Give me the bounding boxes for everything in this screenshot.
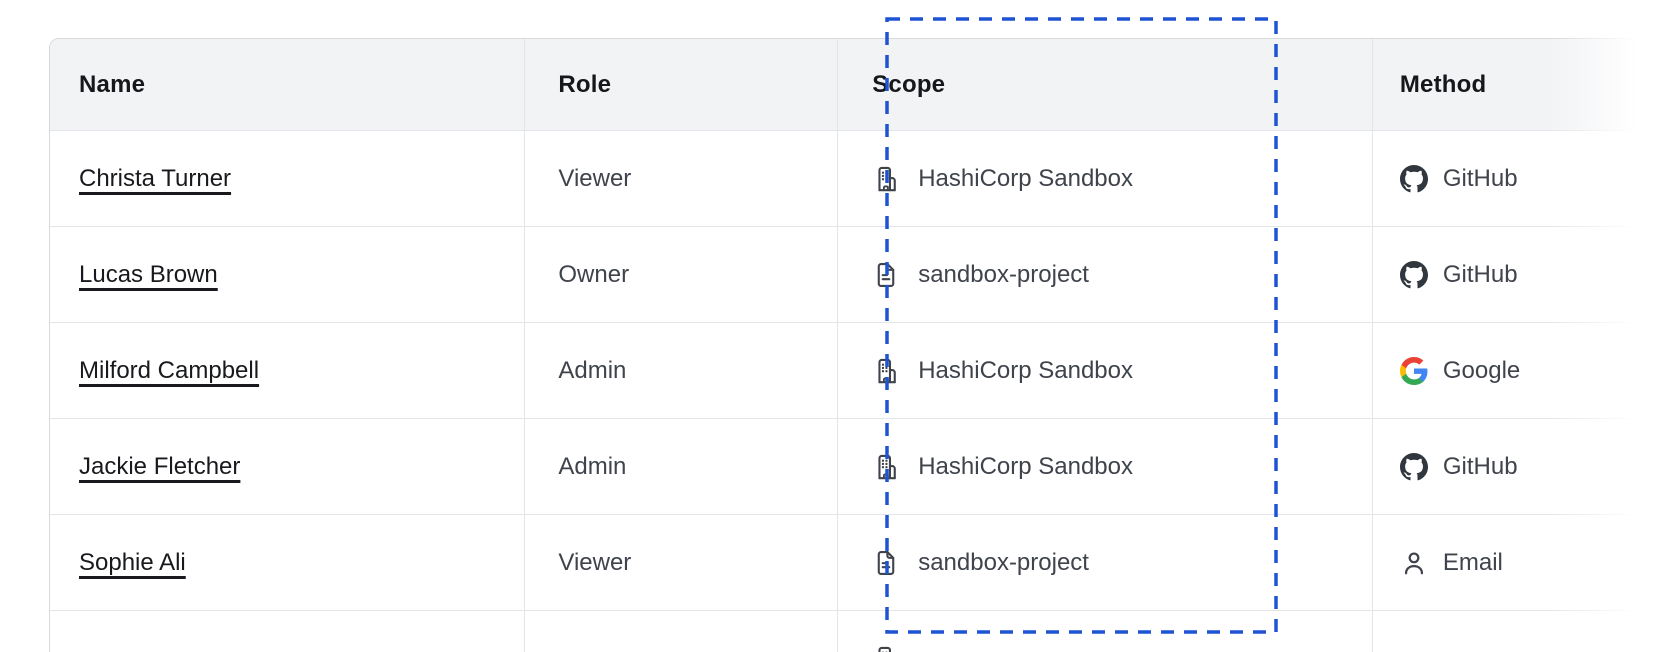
member-name-link[interactable]: Sophie Ali: [79, 548, 186, 576]
method-cell: GitHub: [1371, 227, 1672, 322]
members-table: Name Role Scope Method Christa Turner Vi…: [49, 38, 1672, 652]
role-cell: Admin: [524, 323, 837, 418]
column-header-role: Role: [524, 39, 837, 130]
name-cell: [50, 611, 524, 652]
name-cell: Lucas Brown: [50, 227, 524, 322]
scope-text: HashiCorp Sandbox: [918, 356, 1133, 384]
method-cell: [1371, 611, 1672, 652]
scope-text: sandbox-project: [918, 260, 1089, 288]
column-header-name: Name: [79, 70, 146, 98]
scope-cell: [837, 611, 1372, 652]
member-name-link[interactable]: Milford Campbell: [79, 356, 260, 384]
table-row: Lucas Brown Owner sandbox-project GitHub: [50, 226, 1672, 322]
scope-text: sandbox-project: [918, 548, 1089, 576]
name-cell: Sophie Ali: [50, 515, 524, 610]
member-name-link[interactable]: Jackie Fletcher: [79, 452, 241, 480]
name-cell: Milford Campbell: [50, 323, 524, 418]
organization-icon: [872, 357, 900, 385]
table-row: Milford Campbell Admin HashiCorp Sandbox…: [50, 322, 1672, 418]
column-header-method: Method: [1371, 39, 1672, 130]
scope-cell: HashiCorp Sandbox: [837, 131, 1372, 226]
role-cell: Admin: [524, 419, 837, 514]
role-cell: [524, 611, 837, 652]
table-row: Christa Turner Viewer HashiCorp Sandbox …: [50, 130, 1672, 226]
method-cell: GitHub: [1371, 419, 1672, 514]
method-cell: Email: [1371, 515, 1672, 610]
scope-cell: HashiCorp Sandbox: [837, 419, 1372, 514]
method-text: Email: [1442, 548, 1503, 576]
role-text: Viewer: [558, 164, 632, 192]
organization-icon: [872, 645, 900, 652]
role-text: Viewer: [558, 548, 632, 576]
role-text: Admin: [558, 356, 627, 384]
google-icon: [1399, 356, 1428, 385]
role-text: Admin: [558, 452, 627, 480]
method-cell: GitHub: [1371, 131, 1672, 226]
organization-icon: [872, 165, 900, 193]
member-name-link[interactable]: Christa Turner: [79, 164, 232, 192]
github-icon: [1399, 164, 1428, 193]
table-row: Sophie Ali Viewer sandbox-project Email: [50, 514, 1672, 610]
method-text: GitHub: [1442, 452, 1518, 480]
role-cell: Viewer: [524, 131, 837, 226]
scope-cell: sandbox-project: [837, 515, 1372, 610]
table-row: [50, 610, 1672, 652]
table-body: Christa Turner Viewer HashiCorp Sandbox …: [50, 130, 1672, 652]
organization-icon: [872, 453, 900, 481]
method-text: Google: [1442, 356, 1521, 384]
method-text: GitHub: [1442, 260, 1518, 288]
scope-text: HashiCorp Sandbox: [918, 164, 1133, 192]
method-cell: Google: [1371, 323, 1672, 418]
role-text: Owner: [558, 260, 630, 288]
email-user-icon: [1400, 549, 1428, 577]
project-icon: [872, 549, 900, 577]
scope-text: HashiCorp Sandbox: [918, 452, 1133, 480]
github-icon: [1399, 452, 1428, 481]
column-header-scope: Scope: [837, 39, 1372, 130]
github-icon: [1399, 260, 1428, 289]
member-name-link[interactable]: Lucas Brown: [79, 260, 218, 288]
name-cell: Christa Turner: [50, 131, 524, 226]
table-row: Jackie Fletcher Admin HashiCorp Sandbox …: [50, 418, 1672, 514]
scope-cell: sandbox-project: [837, 227, 1372, 322]
role-cell: Viewer: [524, 515, 837, 610]
table-header-row: Name Role Scope Method: [50, 39, 1672, 130]
method-text: GitHub: [1442, 164, 1518, 192]
role-cell: Owner: [524, 227, 837, 322]
scope-cell: HashiCorp Sandbox: [837, 323, 1372, 418]
name-cell: Jackie Fletcher: [50, 419, 524, 514]
project-icon: [872, 261, 900, 289]
